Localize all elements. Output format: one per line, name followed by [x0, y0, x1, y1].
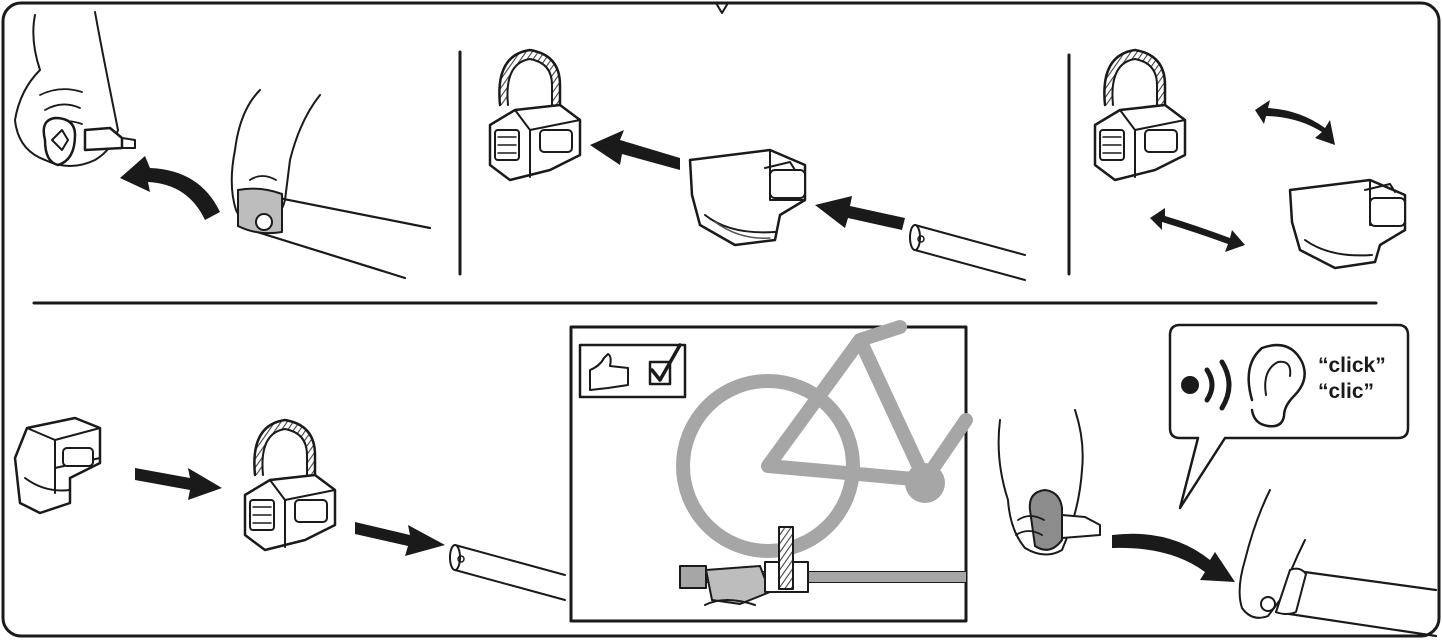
ear-icon	[1247, 343, 1306, 428]
bike-holder-part	[13, 416, 102, 515]
arrow-left	[590, 130, 680, 170]
crossbar-tube	[1260, 567, 1438, 638]
crossbar-tube	[236, 187, 432, 280]
panel-rotate-parts	[1093, 48, 1407, 270]
panel-bike-check	[569, 320, 973, 623]
end-plug-icon	[42, 116, 136, 167]
checkbox-checked-icon	[648, 360, 672, 386]
panel-click-in-place: “click” “clic”	[997, 323, 1438, 638]
arrow-left	[815, 196, 905, 230]
click-text-fr: “clic”	[1318, 380, 1374, 403]
thumbs-up-check	[578, 343, 687, 399]
double-arrow	[1255, 100, 1335, 145]
crossbar-tube	[909, 224, 1026, 281]
double-arrow	[1150, 208, 1245, 252]
strap-adapter-part	[243, 418, 337, 552]
arrow-right	[135, 468, 222, 500]
strap-adapter-part	[1093, 48, 1187, 182]
speech-bubble	[1168, 323, 1410, 510]
crossbar-tube	[449, 544, 566, 601]
bike-holder-part	[1288, 178, 1407, 270]
arrow-right	[355, 522, 445, 556]
curved-arrow	[120, 156, 220, 220]
sound-waves-icon	[1181, 359, 1232, 411]
thumbs-up-icon	[589, 353, 629, 391]
panel-remove-end-cap	[14, 11, 432, 280]
click-text: “click”	[1318, 354, 1386, 377]
bike-holder-part	[688, 148, 807, 247]
frame-notch	[715, 2, 729, 14]
strap-adapter-part	[488, 48, 582, 182]
panel-assemble-adapter	[488, 48, 1026, 281]
curved-arrow	[1112, 533, 1235, 582]
panel-insert-into-tube	[13, 416, 566, 601]
end-plug-icon	[1028, 489, 1101, 551]
bicycle-icon	[676, 320, 973, 558]
